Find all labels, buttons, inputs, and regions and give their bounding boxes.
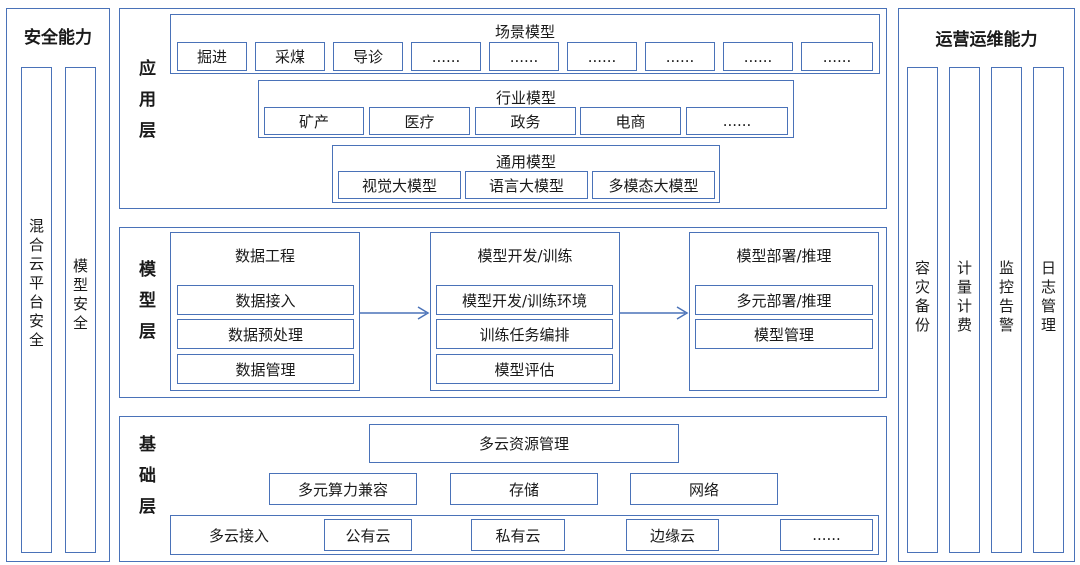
scene-item: ...... <box>489 42 559 71</box>
cloud-item: ...... <box>780 519 873 551</box>
infrastructure-layer-label: 基础层 <box>135 435 155 528</box>
data-eng-item: 数据管理 <box>177 354 354 384</box>
disaster-backup-label: 容灾备份 <box>913 260 931 336</box>
data-engineering-title: 数据工程 <box>234 247 295 265</box>
log-management-label: 日志管理 <box>1039 260 1057 336</box>
dev-train-item: 模型评估 <box>436 354 613 384</box>
cloud-item: 公有云 <box>324 519 412 551</box>
general-item: 语言大模型 <box>465 171 588 199</box>
compute-compat: 多元算力兼容 <box>269 473 417 505</box>
model-security-column: 模型安全 <box>65 67 96 553</box>
monitoring-alert-column: 监控告警 <box>991 67 1022 553</box>
hybrid-cloud-security-label: 混合云平台安全 <box>27 218 45 351</box>
general-item: 视觉大模型 <box>338 171 461 199</box>
dev-train-item: 模型开发/训练环境 <box>436 285 613 315</box>
arrow-head-icon <box>417 306 430 320</box>
scene-item: 导诊 <box>333 42 403 71</box>
security-capability-title: 安全能力 <box>24 28 92 48</box>
data-eng-item: 数据预处理 <box>177 319 354 349</box>
model-security-label: 模型安全 <box>71 258 89 334</box>
industry-item: 政务 <box>475 107 576 135</box>
scene-item: ...... <box>801 42 873 71</box>
monitoring-alert-label: 监控告警 <box>997 260 1015 336</box>
industry-item: 矿产 <box>264 107 364 135</box>
scene-item: ...... <box>567 42 637 71</box>
operations-capability-title: 运营运维能力 <box>935 30 1038 50</box>
deploy-item: 模型管理 <box>695 319 873 349</box>
hybrid-cloud-security-column: 混合云平台安全 <box>21 67 52 553</box>
industry-model-title: 行业模型 <box>495 89 556 107</box>
multi-cloud-access-label: 多云接入 <box>209 527 270 545</box>
application-layer-label: 应用层 <box>135 59 155 152</box>
metering-billing-label: 计量计费 <box>955 260 973 336</box>
security-capability-panel: 安全能力 混合云平台安全 模型安全 <box>6 8 110 562</box>
log-management-column: 日志管理 <box>1033 67 1064 553</box>
general-item: 多模态大模型 <box>592 171 715 199</box>
scene-item: 掘进 <box>177 42 247 71</box>
industry-item: 医疗 <box>369 107 470 135</box>
operations-capability-panel: 运营运维能力 容灾备份 计量计费 监控告警 日志管理 <box>898 8 1075 562</box>
storage: 存储 <box>450 473 598 505</box>
industry-item: 电商 <box>580 107 681 135</box>
data-eng-item: 数据接入 <box>177 285 354 315</box>
scene-model-title: 场景模型 <box>494 23 555 41</box>
industry-item: ...... <box>686 107 788 135</box>
scene-item: ...... <box>723 42 793 71</box>
network: 网络 <box>630 473 778 505</box>
model-deploy-title: 模型部署/推理 <box>736 247 832 265</box>
arrow-head-icon <box>676 306 689 320</box>
multi-cloud-resource-mgmt: 多云资源管理 <box>369 424 679 463</box>
general-model-title: 通用模型 <box>495 153 556 171</box>
scene-item: 采煤 <box>255 42 325 71</box>
dev-train-item: 训练任务编排 <box>436 319 613 349</box>
model-dev-train-title: 模型开发/训练 <box>477 247 573 265</box>
deploy-item: 多元部署/推理 <box>695 285 873 315</box>
model-layer-label: 模型层 <box>135 260 155 353</box>
cloud-item: 边缘云 <box>626 519 719 551</box>
scene-item: ...... <box>645 42 715 71</box>
disaster-backup-column: 容灾备份 <box>907 67 938 553</box>
scene-item: ...... <box>411 42 481 71</box>
metering-billing-column: 计量计费 <box>949 67 980 553</box>
cloud-item: 私有云 <box>471 519 565 551</box>
